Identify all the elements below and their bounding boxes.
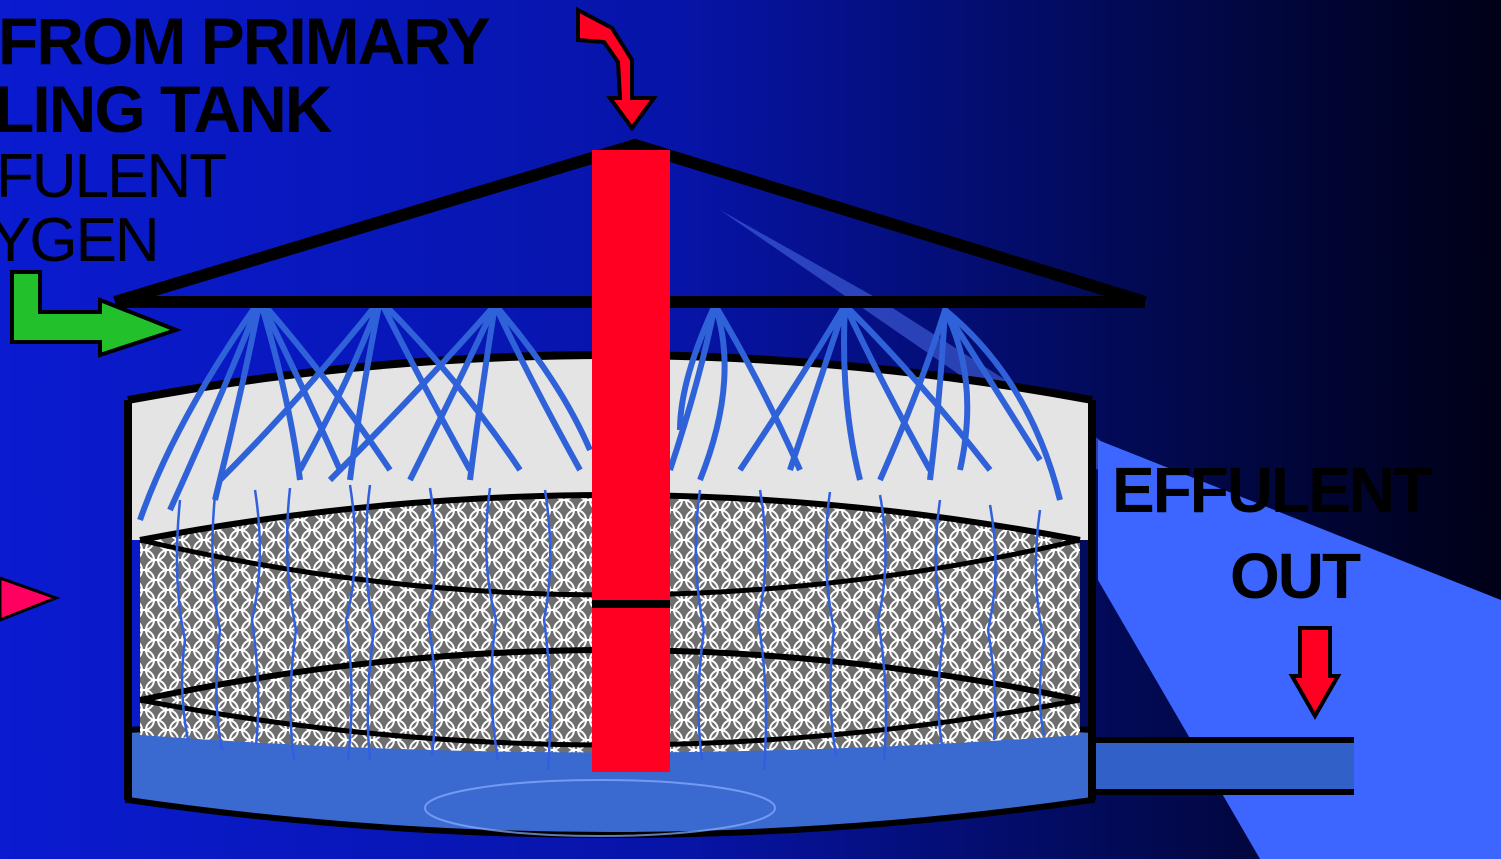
label-effluent-out-2: OUT [1230, 544, 1359, 608]
label-from-primary: FROM PRIMARY [0, 8, 489, 74]
label-effluent-out-1: EFFULENT [1112, 458, 1430, 522]
label-effluent: FULENT [0, 146, 225, 208]
label-settling-tank: LING TANK [0, 76, 330, 142]
label-oxygen: YGEN [0, 210, 158, 272]
outflow-pipe [1092, 740, 1354, 792]
center-column [592, 150, 670, 772]
